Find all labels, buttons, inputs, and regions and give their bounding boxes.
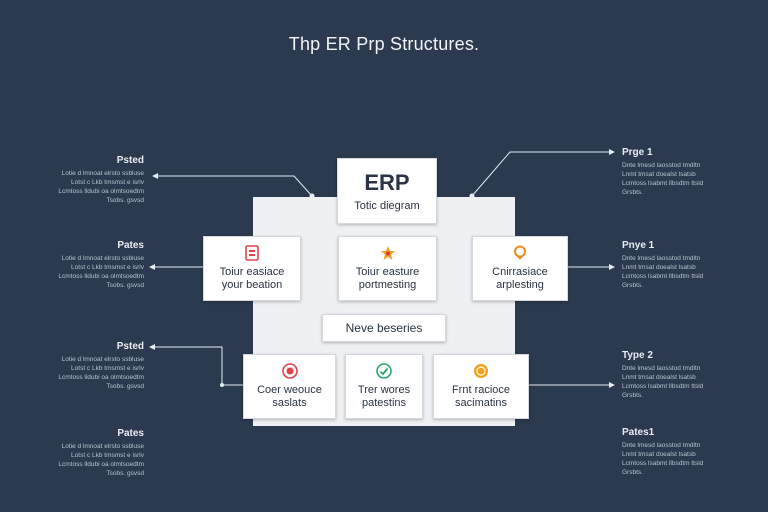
- module-box-6: Frnt racioce sacimatins: [433, 354, 529, 419]
- right-note-1: Prge 1 Dnte lmesd laosstod tmdltn Lnmt t…: [622, 147, 704, 196]
- note-heading: Type 2: [622, 350, 653, 361]
- connector-m4-left: [149, 344, 243, 386]
- note-heading: Pnye 1: [622, 240, 655, 251]
- module-box-2: Toiur easture portmesting: [338, 236, 437, 301]
- document-icon: [245, 245, 259, 261]
- note-heading: Psted: [116, 341, 144, 352]
- module-box-3: Cnirrasiace arplesting: [472, 236, 568, 301]
- module-label-line2: sacimatins: [455, 397, 507, 409]
- check-circle-icon: [376, 363, 392, 379]
- left-note-1: Psted Lotie d lmnoat elrsto ssbluse Lots…: [58, 155, 144, 204]
- module-label-line2: portmesting: [358, 279, 417, 291]
- right-note-4: Pates1 Dnte lmesd laosstod tmdltn Lnmt t…: [622, 427, 704, 476]
- module-label-line1: Coer weouce: [257, 384, 322, 396]
- module-label-line1: Toiur easiace: [219, 266, 285, 278]
- module-label-line1: Frnt racioce: [451, 384, 511, 396]
- module-box-5: Trer wores patestins: [345, 354, 423, 419]
- erp-subtitle: Totic diegram: [354, 200, 420, 212]
- diagram-title: Thp ER Prp Structures.: [288, 34, 480, 54]
- note-heading: Prge 1: [622, 147, 653, 158]
- left-note-3: Psted Lotie d lmnoat elrsto ssbluse Lots…: [58, 341, 144, 390]
- module-box-1: Toiur easiace your beation: [203, 236, 301, 301]
- module-label-line1: Cnirrasiace: [492, 266, 548, 278]
- module-label-line1: Trer wores: [357, 384, 411, 396]
- left-note-2: Pates Lotie d lmnoat elrsto ssbluse Lots…: [58, 240, 144, 289]
- coin-icon: [474, 364, 488, 378]
- note-heading: Pates: [117, 428, 144, 439]
- star-icon: [380, 246, 395, 260]
- location-pin-icon: [514, 245, 526, 260]
- module-box-4: Coer weouce saslats: [243, 354, 336, 419]
- note-heading: Psted: [116, 155, 144, 166]
- module-label-line2: patestins: [361, 397, 407, 409]
- middle-label-box: Neve beseries: [322, 314, 446, 342]
- connector-erp-right: [471, 149, 615, 197]
- target-icon: [281, 363, 298, 379]
- erp-box: ERP Totic diegram: [337, 158, 437, 224]
- module-label-line2: saslats: [272, 397, 307, 409]
- module-label-line1: Toiur easture: [355, 266, 420, 278]
- module-label-line2: your beation: [221, 279, 283, 291]
- erp-label: ERP: [364, 170, 410, 195]
- module-label-line2: arplesting: [496, 279, 544, 291]
- right-note-2: Pnye 1 Dnte lmesd laosstod tmdltn Lnmt t…: [622, 240, 704, 289]
- right-note-3: Type 2 Dnte lmesd laosstod tmdltn Lnmt t…: [622, 350, 704, 399]
- note-heading: Pates1: [622, 427, 655, 438]
- note-heading: Pates: [117, 240, 144, 251]
- connector-erp-left: [152, 173, 313, 197]
- middle-label: Neve beseries: [345, 321, 423, 335]
- left-note-4: Pates Lotie d lmnoat elrsto ssbluse Lots…: [58, 428, 144, 477]
